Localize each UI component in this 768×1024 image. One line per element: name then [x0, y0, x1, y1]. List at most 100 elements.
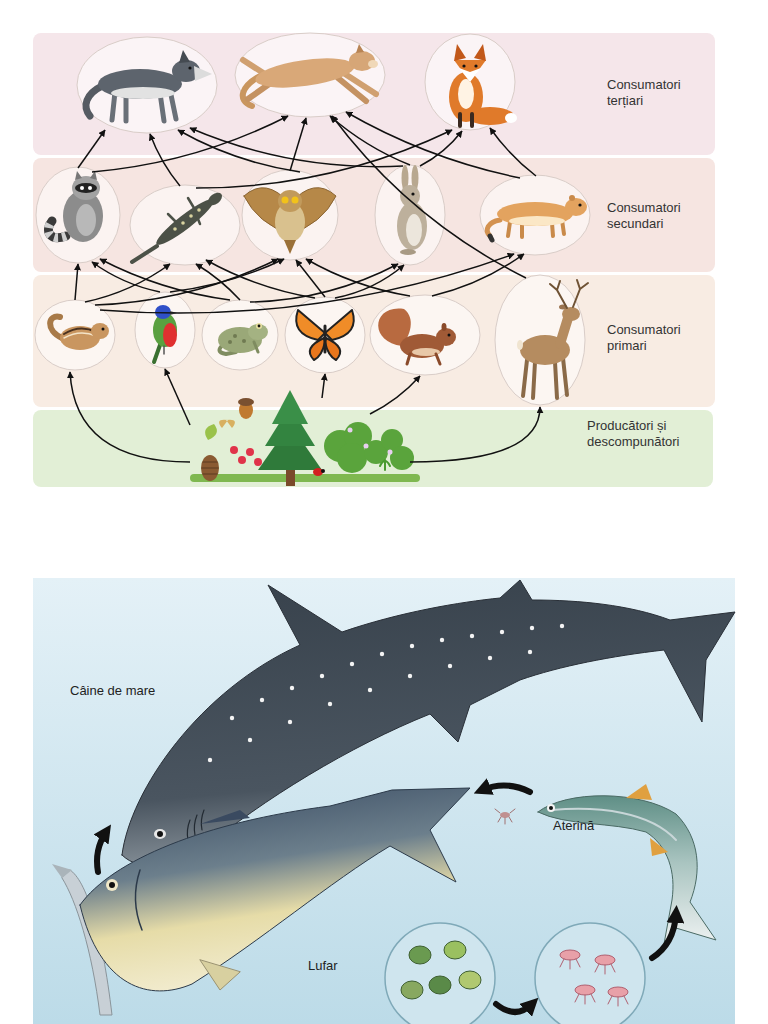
band-label: Consumatori primari: [607, 322, 707, 354]
mask: [75, 183, 97, 193]
ear: [179, 50, 190, 63]
grass: [190, 474, 420, 482]
butterfly: [296, 310, 354, 360]
trophic-band: Consumatori secundari: [33, 158, 715, 272]
band-label: Producători și descompunători: [587, 418, 687, 450]
tail: [86, 86, 102, 116]
food-web-arrow: [100, 254, 514, 313]
band-fill: [33, 158, 715, 272]
lufar-gill: [135, 870, 142, 930]
food-web-arrow: [196, 264, 240, 300]
shark-spot: [380, 652, 384, 656]
ladybug-head: [321, 469, 325, 473]
animal-oval: [77, 37, 217, 133]
leg: [168, 214, 176, 222]
flower: [348, 428, 353, 433]
ear: [442, 323, 447, 331]
head: [454, 60, 486, 82]
belly: [406, 214, 422, 246]
chipmunk: [50, 317, 109, 350]
shark-spot: [328, 702, 332, 706]
food-web-arrow: [490, 128, 536, 176]
head: [206, 190, 225, 208]
animal-oval: [375, 165, 445, 265]
shark-spot: [290, 686, 294, 690]
pinecone-scales: [202, 462, 218, 474]
tail-tip: [490, 236, 492, 240]
animal-oval: [36, 167, 120, 263]
ear: [474, 44, 486, 61]
shark-spot: [230, 716, 234, 720]
species-label: Lufar: [308, 958, 338, 974]
leg: [470, 114, 474, 126]
chain-arrow: [482, 785, 530, 792]
tail: [487, 220, 500, 236]
species-label: Câine de mare: [70, 683, 155, 699]
spot: [197, 208, 201, 212]
flower: [364, 444, 369, 449]
foot: [400, 249, 416, 255]
animal-oval: [480, 175, 590, 255]
red-flower: [230, 446, 238, 454]
eye: [462, 64, 465, 67]
zooplankton: [560, 950, 580, 960]
species-label: Aterină: [553, 818, 594, 834]
label-holder: Câine de mare: [70, 683, 155, 699]
wing: [296, 310, 325, 340]
cougar: [243, 44, 378, 106]
leg: [533, 362, 535, 398]
leg: [523, 360, 527, 396]
deer: [517, 280, 588, 398]
leg: [458, 114, 462, 126]
spot: [242, 339, 246, 343]
weasel: [487, 195, 587, 240]
antler: [550, 280, 588, 308]
sprout: [380, 460, 390, 470]
shark-eye: [154, 829, 166, 839]
food-web-arrow: [296, 260, 325, 297]
animal-oval: [235, 33, 385, 117]
zooplankton-legs: [560, 959, 580, 969]
eye: [282, 197, 289, 204]
leg: [112, 92, 115, 120]
aterina-fin: [626, 784, 652, 800]
food-web-arrow: [100, 259, 230, 300]
animal-oval: [425, 34, 515, 130]
food-web-arrow: [322, 374, 325, 398]
food-web-arrow: [332, 116, 526, 278]
belly: [111, 87, 175, 99]
fox: [449, 44, 517, 126]
tail: [517, 340, 523, 350]
food-web-arrow: [78, 130, 105, 168]
phytoplankton: [444, 941, 466, 959]
body: [449, 72, 483, 122]
food-web-arrow: [165, 369, 190, 425]
eye: [80, 186, 84, 190]
seed-wings: [219, 420, 235, 428]
chain-arrow: [496, 1004, 532, 1012]
trophic-band: Consumatori primari: [33, 275, 715, 407]
ear: [569, 195, 575, 201]
food-web-arrow: [410, 407, 540, 462]
head: [155, 305, 171, 319]
eye: [188, 66, 191, 69]
label-holder: Lufar: [308, 958, 338, 974]
pupil: [258, 325, 261, 328]
leg: [164, 226, 172, 238]
food-web-arrow: [432, 254, 524, 296]
shark-spot: [440, 638, 444, 642]
shark-spot: [208, 758, 212, 762]
food-web-arrow: [178, 130, 300, 172]
stripe: [64, 333, 96, 338]
eye: [578, 203, 581, 206]
zooplankton: [575, 985, 595, 995]
leg: [196, 214, 200, 224]
eye: [448, 334, 451, 337]
crustacean: [500, 812, 510, 818]
shark-spot: [320, 674, 324, 678]
head: [248, 324, 268, 340]
rabbit: [397, 165, 427, 255]
